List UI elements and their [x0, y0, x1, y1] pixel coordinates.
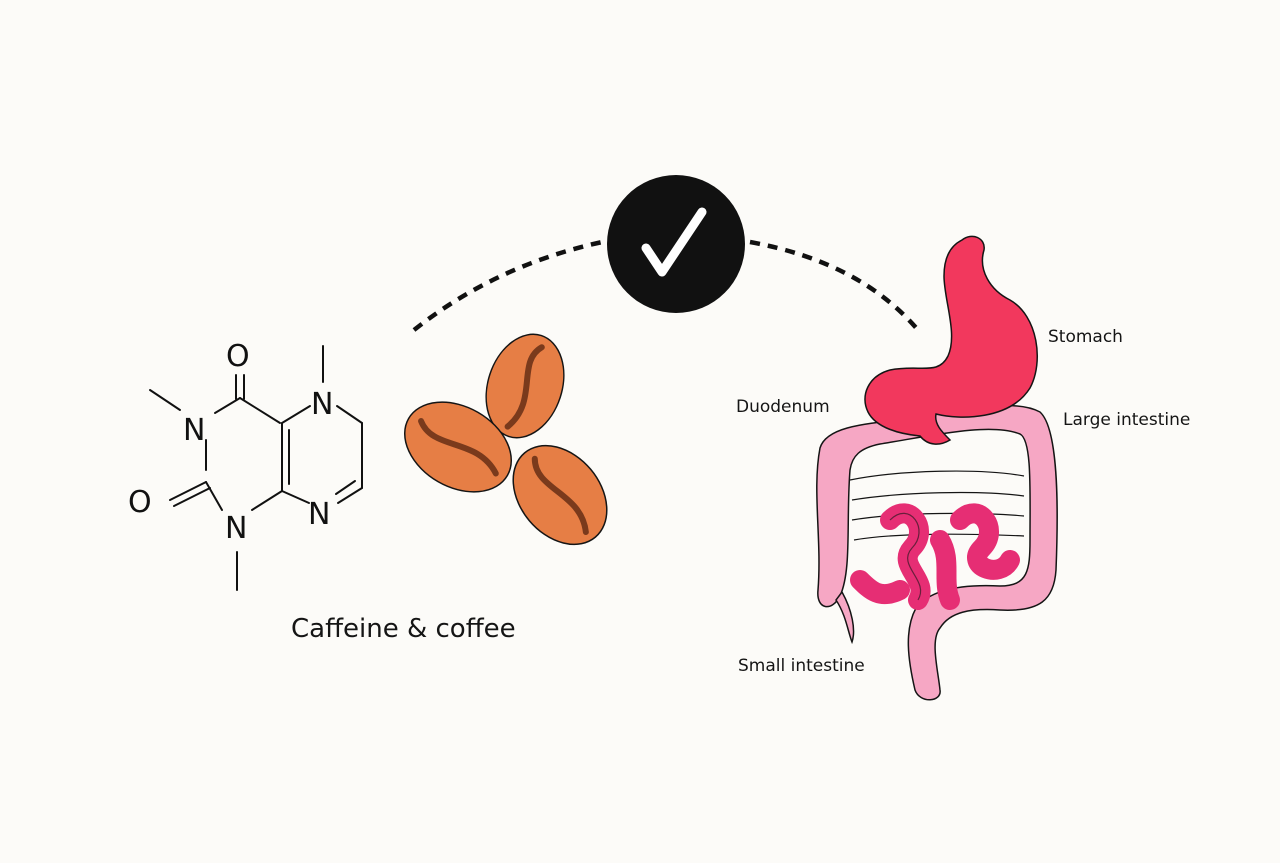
atom-o-top: O — [226, 339, 250, 374]
connection-arc — [412, 237, 920, 332]
coffee-bean-icon — [512, 444, 608, 546]
caffeine-molecule — [149, 345, 363, 591]
atom-n-top-right: N — [311, 387, 333, 422]
coffee-bean-icon — [485, 333, 565, 439]
label-stomach: Stomach — [1048, 327, 1123, 347]
label-small-intestine: Small intestine — [738, 656, 865, 676]
molecule-atoms: O N N O N N — [128, 339, 333, 546]
stomach — [864, 235, 1038, 445]
coffee-bean-icon — [403, 401, 513, 493]
large-intestine — [816, 404, 1058, 701]
atom-n-bottom: N — [225, 511, 247, 546]
coffee-beans — [403, 333, 608, 546]
atom-o-left: O — [128, 485, 152, 520]
appendix — [835, 590, 855, 645]
atom-n-left: N — [183, 413, 205, 448]
digestive-system — [816, 235, 1058, 701]
caption: Caffeine & coffee — [291, 614, 516, 644]
check-badge — [607, 175, 745, 313]
label-duodenum: Duodenum — [736, 397, 830, 417]
label-large-intestine: Large intestine — [1063, 410, 1191, 430]
check-icon — [641, 207, 707, 277]
atom-n-bottom-right: N — [308, 497, 330, 532]
